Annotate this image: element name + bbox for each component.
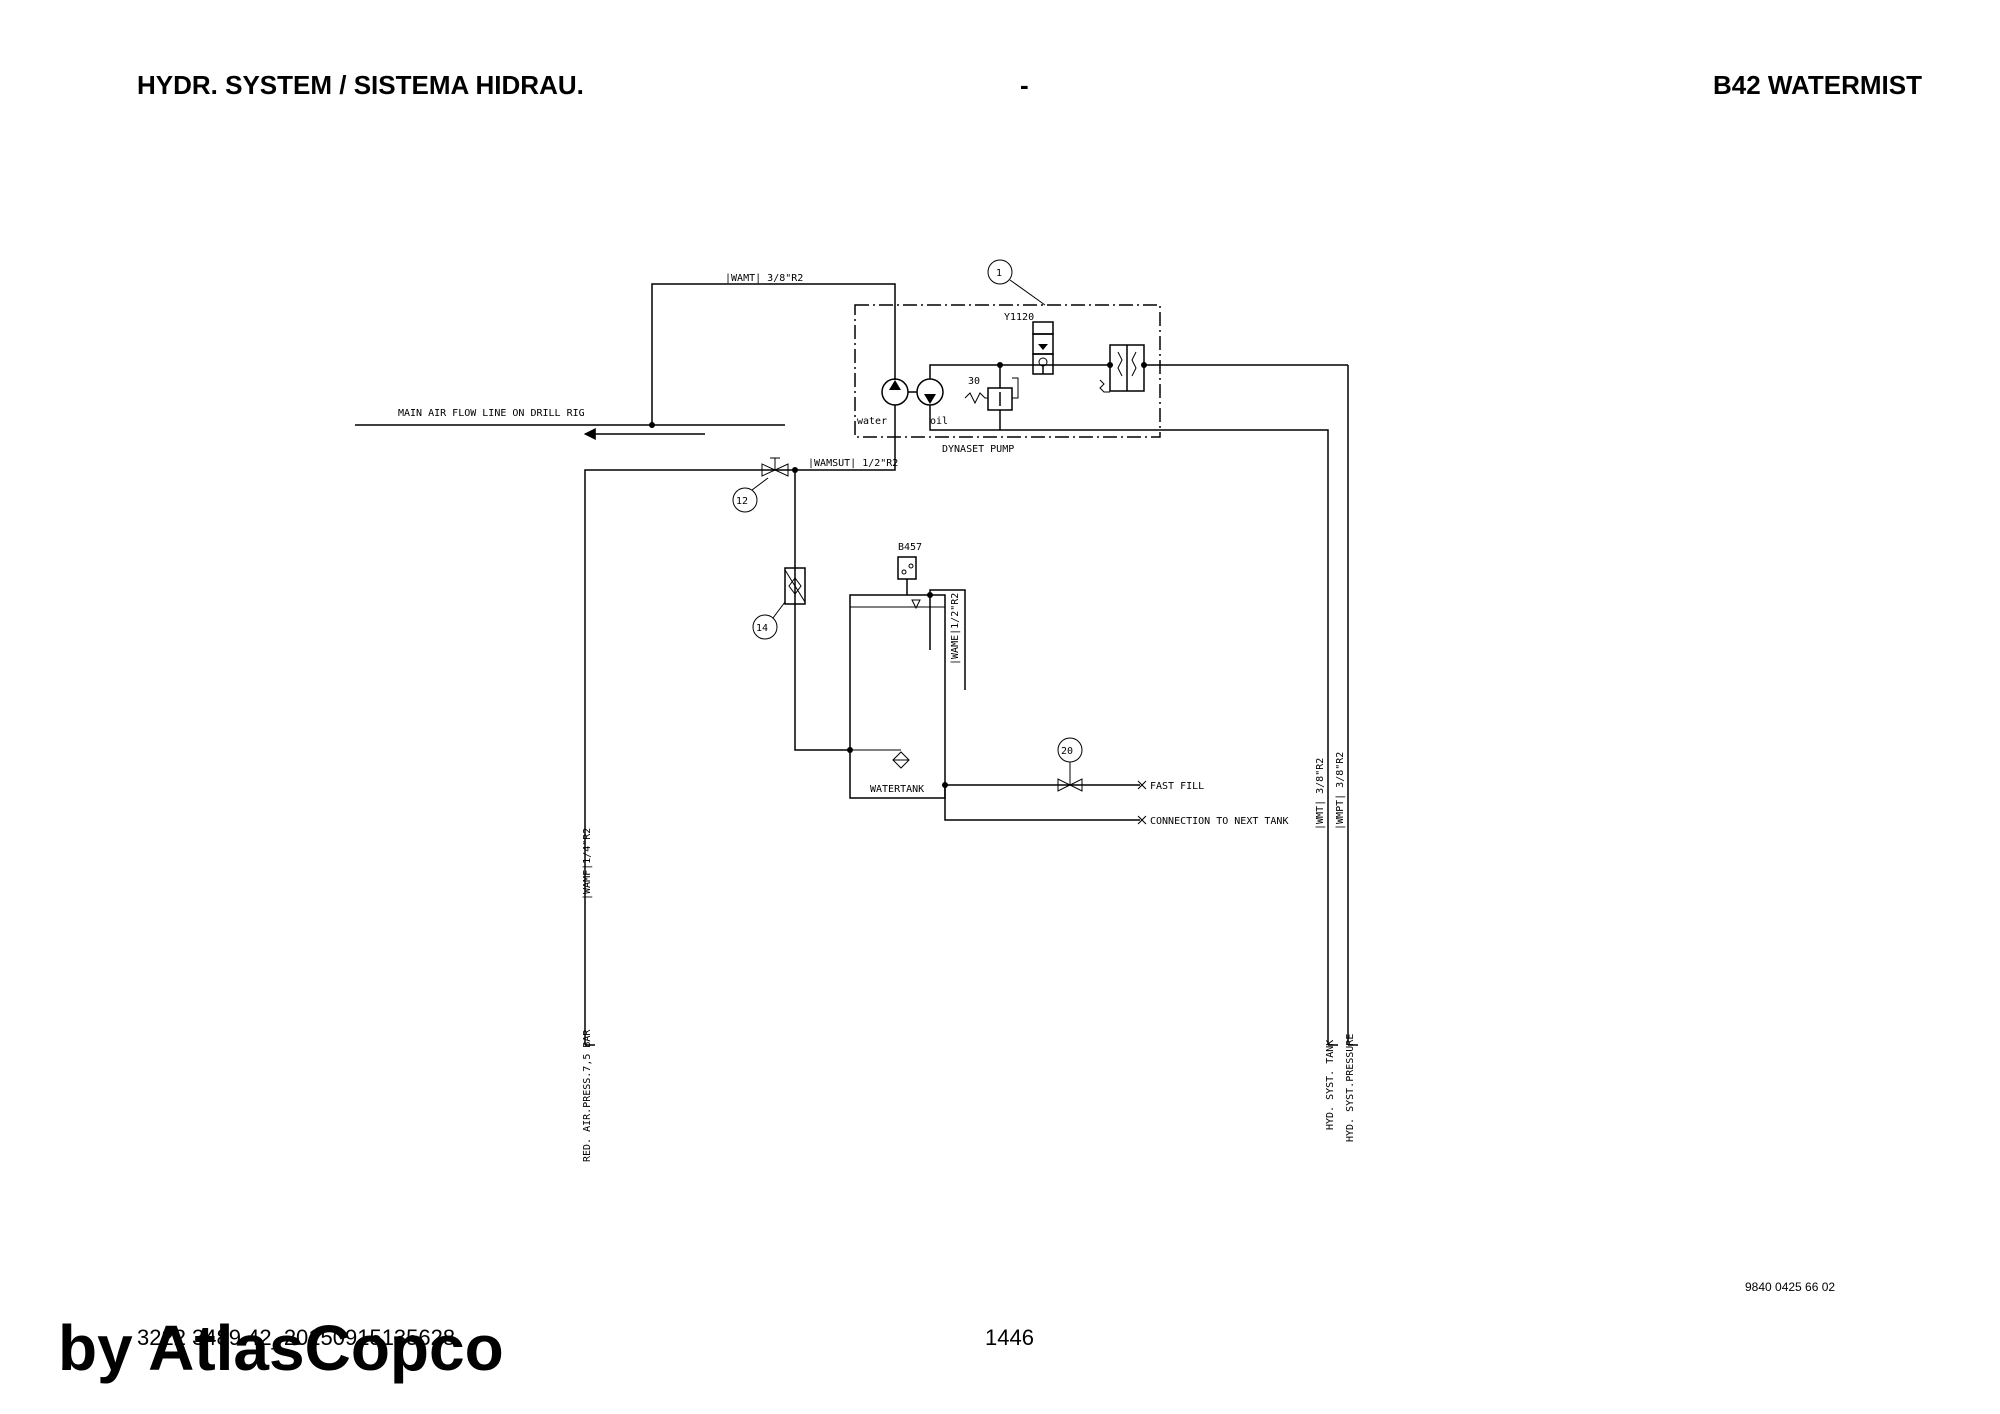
- document-id: 3222 3489 42_20150915135628: [137, 1325, 456, 1350]
- valve-tag-y1120: Y1120: [1004, 312, 1034, 323]
- item-callout-1: 1: [987, 259, 1046, 306]
- wamsut-line: |WAMSUT| 1/2"R2: [584, 405, 898, 1045]
- wamt-line: |WAMT| 3/8"R2: [649, 273, 896, 428]
- hyd-syst-tank-label: HYD. SYST. TANK: [1325, 1040, 1336, 1130]
- connection-next-tank-line: CONNECTION TO NEXT TANK: [944, 785, 1288, 827]
- hyd-syst-pressure-label: HYD. SYST.PRESSURE: [1345, 1034, 1356, 1142]
- level-sensor-b457: B457: [897, 542, 922, 595]
- item-callout-14: 14: [756, 623, 768, 634]
- wamsut-label: |WAMSUT| 1/2"R2: [808, 458, 898, 469]
- item-callout-20: 20: [1061, 746, 1073, 757]
- water-pump-symbol: [881, 378, 909, 406]
- ball-valve-12: 12: [732, 457, 789, 513]
- main-air-flow-label: MAIN AIR FLOW LINE ON DRILL RIG: [398, 408, 585, 419]
- dynaset-pump-boundary: water oil DYNASET PUMP: [854, 304, 1161, 455]
- connection-next-tank-label: CONNECTION TO NEXT TANK: [1150, 816, 1288, 827]
- pump-water-label: water: [857, 416, 887, 427]
- hydraulic-lines-labels: |WMT| 3/8"R2 |WMPT| 3/8"R2 HYD. SYST. TA…: [1315, 752, 1358, 1142]
- wmt-label: |WMT| 3/8"R2: [1315, 758, 1326, 830]
- pump-oil-label: oil: [930, 416, 948, 427]
- wamf-line: |WAMF|1/4"R2 RED. AIR.PRESS.7,5 BAR: [582, 828, 595, 1162]
- atlascopco-watermark: by AtlasCopco: [58, 1312, 504, 1384]
- dynaset-pump-label: DYNASET PUMP: [942, 444, 1014, 455]
- wmpt-label: |WMPT| 3/8"R2: [1335, 752, 1346, 830]
- solenoid-valve-y1120: Y1120: [1004, 312, 1062, 375]
- control-valve-block: [1099, 344, 1145, 393]
- svg-text:1: 1: [996, 268, 1002, 279]
- oil-circuit: [929, 362, 1349, 1045]
- sensor-tag-b457: B457: [898, 542, 922, 553]
- water-tank-label: WATERTANK: [870, 784, 924, 795]
- header-system-name: B42 WATERMIST: [1713, 70, 1922, 100]
- drawing-number: 9840 0425 66 02: [1745, 1280, 1836, 1294]
- item-callout-12: 12: [736, 496, 748, 507]
- relief-valve-30: 30: [964, 365, 1019, 430]
- main-air-flow-line: MAIN AIR FLOW LINE ON DRILL RIG: [355, 408, 785, 440]
- fast-fill-label: FAST FILL: [1150, 781, 1204, 792]
- header-section-title: HYDR. SYSTEM / SISTEMA HIDRAU.: [137, 70, 584, 100]
- page-number: 1446: [985, 1325, 1034, 1350]
- relief-setting: 30: [968, 376, 980, 387]
- wame-line: |WAME|1/2"R2: [927, 589, 966, 690]
- filter-check-14: 14: [752, 470, 850, 751]
- header-separator: -: [1020, 70, 1029, 100]
- oil-motor-symbol: [908, 378, 944, 406]
- wamt-label: |WAMT| 3/8"R2: [725, 273, 803, 284]
- wame-label: |WAME|1/2"R2: [950, 593, 961, 665]
- wamf-label: |WAMF|1/4"R2: [582, 828, 593, 900]
- fast-fill-line: 20 FAST FILL: [942, 737, 1204, 792]
- red-air-press-label: RED. AIR.PRESS.7,5 BAR: [582, 1029, 593, 1162]
- water-tank: WATERTANK: [847, 594, 946, 799]
